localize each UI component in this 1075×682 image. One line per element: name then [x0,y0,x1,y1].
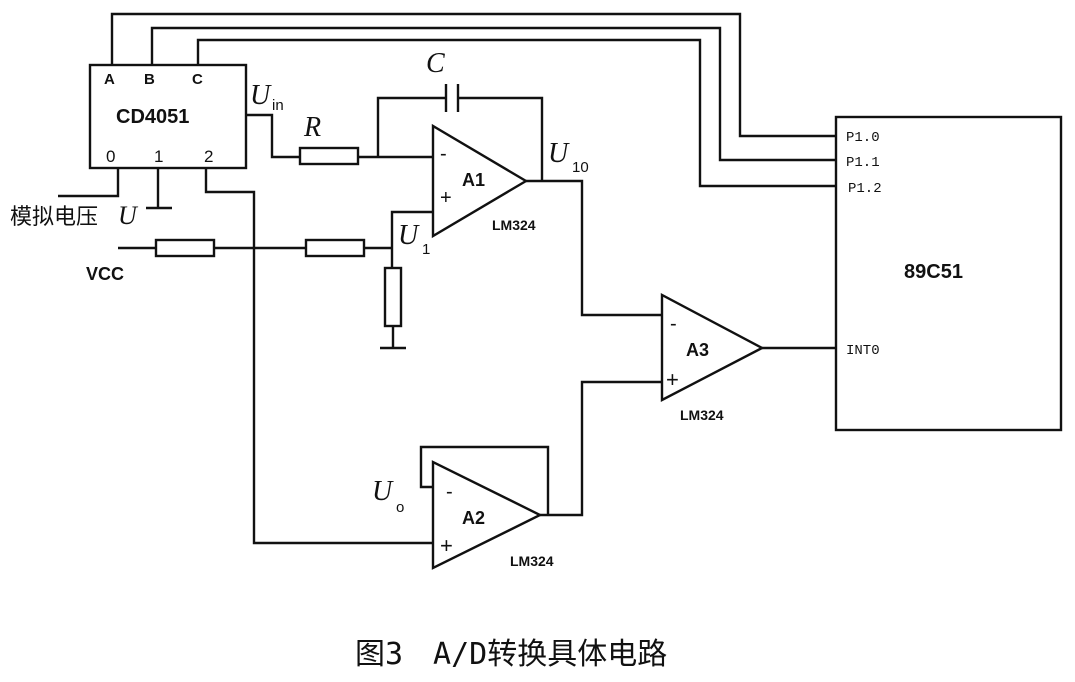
a2-plus-sign: + [440,533,453,558]
mux-name: CD4051 [116,106,189,128]
vcc-label: VCC [86,264,124,284]
control-bus-wires [110,12,842,188]
a1-plus-sign: + [440,187,452,209]
figure-caption: 图3 A/D转换具体电路 [355,637,667,672]
mcu-pin-p10: P1.0 [846,130,880,146]
a3-part: LM324 [680,407,724,423]
uin-subscript: in [272,97,284,114]
opamp-a3 [660,293,765,402]
mux-pin-0: 0 [106,147,115,166]
mux-pin-1: 1 [154,147,163,166]
mcu-pin-p12: P1.2 [848,181,882,197]
mcu-int-pin: INT0 [846,343,880,359]
uin-wire [246,113,300,159]
capacitor-c [376,84,544,181]
mux-pin-c: C [192,71,203,88]
u10-subscript: 10 [572,159,589,176]
mcu-pin-p11: P1.1 [846,155,880,171]
a3-name: A3 [686,340,709,360]
opamp-a1 [431,123,529,239]
a2-output-wire [540,380,662,517]
uin-label: U [250,80,272,111]
c-label: C [426,48,445,79]
opamp-a2 [431,460,543,570]
uo-label: U [372,476,394,507]
u1-subscript: 1 [422,241,430,258]
mux-bottom-wires [58,168,433,545]
a3-minus-sign: - [670,313,677,335]
a2-part: LM324 [510,553,554,569]
a1-output-wire [526,179,665,317]
a2-feedback-wire [419,445,550,515]
mux-pin-2: 2 [204,147,213,166]
u1-reference-network [118,210,433,350]
a2-name: A2 [462,508,485,528]
analog-voltage-u: U [118,201,139,230]
resistor-r [298,146,360,166]
u1-label: U [398,220,420,251]
a1-name: A1 [462,170,485,190]
a3-plus-sign: + [666,367,679,392]
a1-part: LM324 [492,217,536,233]
r-label: R [303,112,321,143]
mux-pin-b: B [144,71,155,88]
analog-voltage-label: 模拟电压 [10,204,98,229]
mcu-name: 89C51 [904,261,963,283]
a1-minus-sign: - [440,143,447,165]
89c51-chip [834,115,1063,432]
cd4051-chip [88,63,248,170]
uo-subscript: o [396,499,404,516]
u10-label: U [548,138,570,169]
a2-minus-sign: - [446,481,453,503]
mux-pin-a: A [104,71,115,88]
